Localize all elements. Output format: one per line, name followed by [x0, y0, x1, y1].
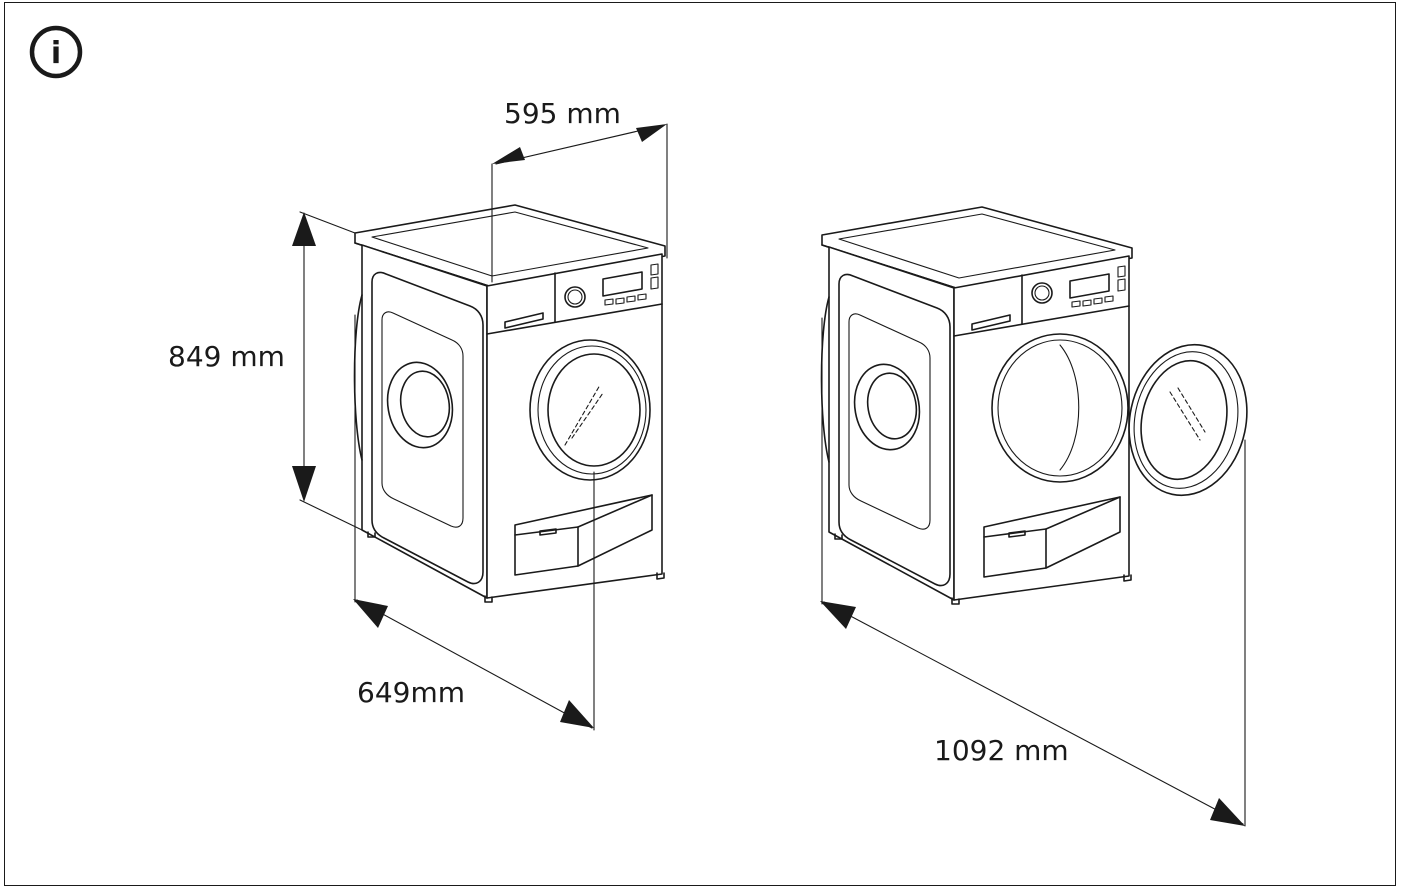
height-arrow-bottom	[292, 466, 316, 502]
depth-arrow-left	[353, 599, 388, 628]
side-panel-outer	[371, 271, 484, 585]
dimension-lines-right	[820, 317, 1246, 827]
dryer-front	[486, 253, 663, 599]
info-icon-glyph: i	[51, 36, 61, 71]
open-door	[1128, 343, 1248, 497]
dryer-door	[529, 339, 651, 481]
water-container-handle	[504, 312, 544, 329]
dimension-lines-left	[292, 123, 668, 731]
height-arrow-top	[292, 212, 316, 246]
info-icon: i	[29, 25, 83, 79]
width-arrow-left	[492, 147, 525, 164]
dryer-front-open	[953, 255, 1130, 601]
depth-arrow-right	[560, 700, 594, 728]
dryer-side	[361, 244, 488, 599]
depth-door-open-label: 1092 mm	[934, 734, 1069, 767]
dryer-side-open	[828, 246, 955, 601]
display	[602, 271, 643, 297]
program-knob	[564, 286, 586, 308]
side-panel-inner	[381, 311, 464, 528]
dryer-top-inner	[371, 211, 649, 277]
width-arrow-right	[636, 124, 667, 142]
diagram-frame	[4, 2, 1396, 886]
depth-label: 649mm	[357, 676, 465, 709]
dryer-door-open	[820, 206, 1248, 605]
width-label: 595 mm	[504, 97, 621, 130]
dryer-door-closed	[353, 204, 666, 603]
drum-opening	[991, 333, 1129, 483]
height-label: 849 mm	[168, 340, 285, 373]
depth-open-arrow-right	[1210, 798, 1245, 826]
depth-open-arrow-left	[820, 601, 856, 629]
